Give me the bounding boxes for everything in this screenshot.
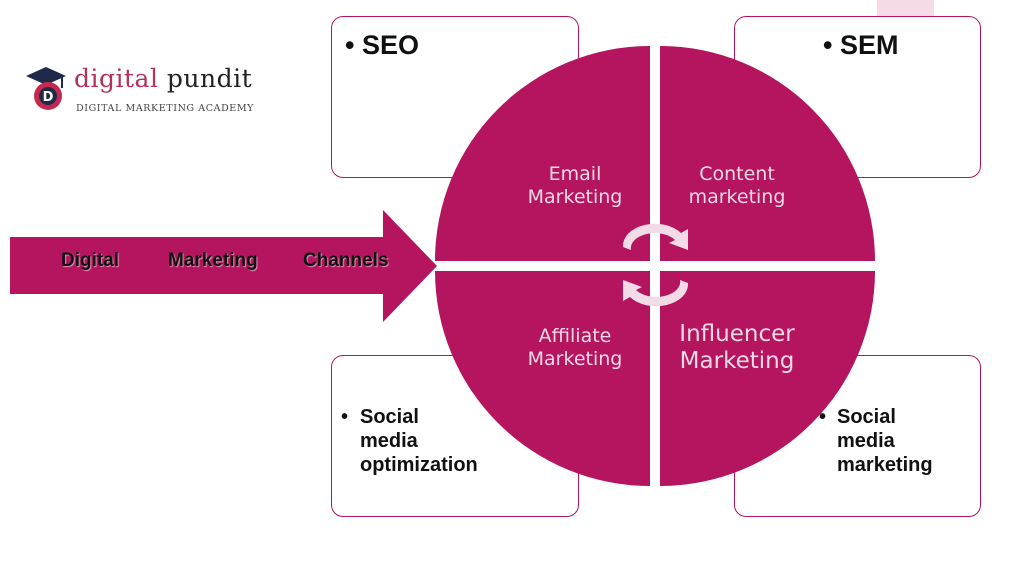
arrow-label-marketing: Marketing bbox=[168, 250, 258, 271]
quadrant-label-content-line2: marketing bbox=[689, 186, 786, 208]
smm-line1: Social bbox=[837, 406, 896, 428]
refresh-cycle-icon bbox=[622, 223, 689, 307]
bullet-dot: • bbox=[345, 30, 362, 60]
smo-line1: Social bbox=[360, 406, 419, 428]
logo-tagline: DIGITAL MARKETING ACADEMY bbox=[76, 103, 255, 114]
logo-brand: digital pundit bbox=[74, 64, 252, 93]
channels-arrow bbox=[10, 210, 437, 322]
quadrant-content-marketing bbox=[660, 46, 875, 261]
quadrant-affiliate-marketing bbox=[435, 271, 650, 486]
logo: D digital pundit DIGITAL MARKETING ACADE… bbox=[0, 0, 260, 130]
graduation-cap-icon: D bbox=[26, 67, 66, 110]
quadrant-label-influencer-line2: Marketing bbox=[680, 348, 795, 374]
quadrant-label-email-line1: Email bbox=[549, 163, 602, 185]
logo-brand-first: digital bbox=[74, 64, 159, 93]
quadrant-label-content-line1: Content bbox=[699, 163, 775, 185]
quadrant-label-influencer-line1: Influencer bbox=[679, 321, 795, 347]
bullet-dot: • bbox=[819, 406, 827, 428]
social-media-optimization-item: • Social media optimization bbox=[341, 405, 478, 477]
sem-item: • SEM bbox=[823, 30, 898, 61]
quadrant-label-email-line2: Marketing bbox=[528, 186, 623, 208]
smm-line3: marketing bbox=[837, 454, 933, 476]
arrow-label-channels: Channels bbox=[303, 250, 389, 271]
seo-item: • SEO bbox=[345, 30, 419, 61]
quadrant-label-affiliate-line2: Marketing bbox=[528, 348, 623, 370]
smm-line2: media bbox=[837, 430, 895, 452]
quadrant-influencer-marketing bbox=[660, 271, 875, 486]
bullet-dot: • bbox=[823, 30, 840, 60]
quadrant-label-affiliate-line1: Affiliate bbox=[539, 325, 612, 347]
smo-line2: media bbox=[360, 430, 418, 452]
arrow-label-digital: Digital bbox=[61, 250, 120, 271]
logo-brand-second: pundit bbox=[166, 64, 253, 93]
social-media-marketing-item: • Social media marketing bbox=[819, 405, 933, 477]
quadrant-email-marketing bbox=[435, 46, 650, 261]
bullet-dot: • bbox=[341, 406, 349, 428]
seo-label: SEO bbox=[361, 30, 419, 60]
sem-label: SEM bbox=[839, 30, 899, 60]
smo-line3: optimization bbox=[360, 454, 478, 476]
logo-mark-letter: D bbox=[43, 90, 54, 105]
